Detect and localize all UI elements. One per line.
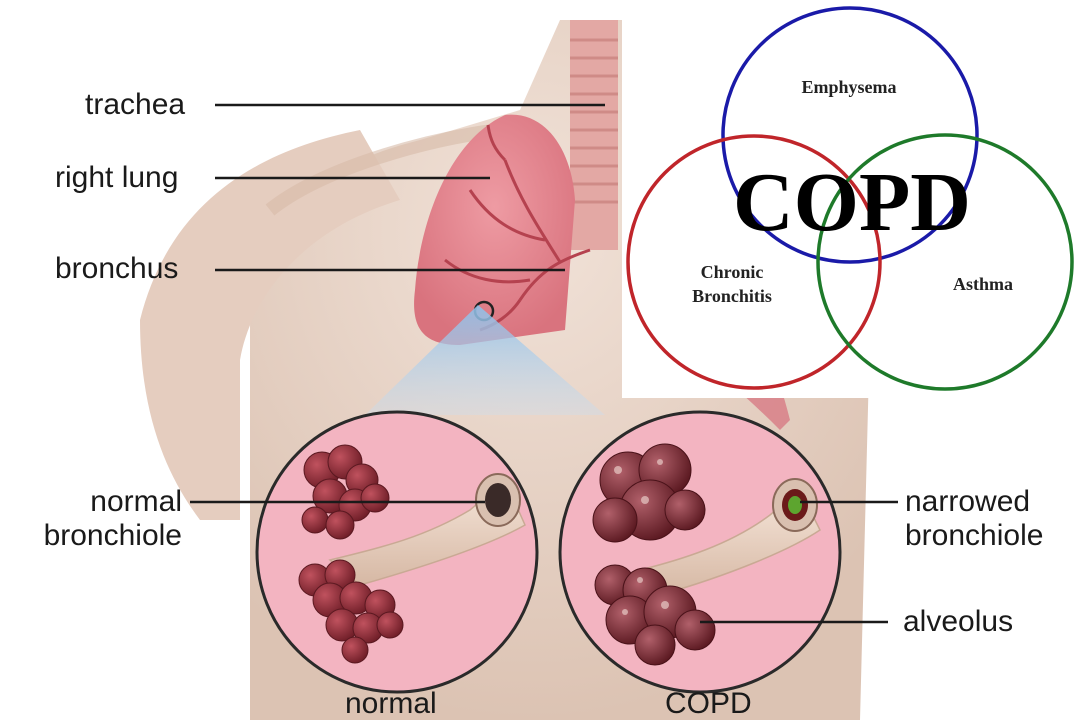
normal-caption: normal bbox=[345, 688, 437, 720]
narrowed-bronchiole-label-2: bronchiole bbox=[905, 520, 1043, 552]
chronic-bronchitis-label-2: Bronchitis bbox=[692, 286, 772, 306]
trachea-label: trachea bbox=[85, 89, 185, 121]
asthma-label: Asthma bbox=[953, 274, 1013, 294]
copd-caption: COPD bbox=[665, 688, 752, 720]
copd-magnifier bbox=[560, 412, 840, 692]
venn-panel: Emphysema Chronic Bronchitis Asthma COPD bbox=[622, 0, 1077, 398]
trachea-tube bbox=[570, 20, 618, 250]
emphysema-label: Emphysema bbox=[801, 77, 896, 97]
normal-bronchiole-label-2: bronchiole bbox=[10, 520, 182, 552]
bronchus-label: bronchus bbox=[55, 253, 178, 285]
narrowed-bronchiole-label-1: narrowed bbox=[905, 486, 1030, 518]
alveolus-label: alveolus bbox=[903, 606, 1013, 638]
normal-magnifier bbox=[257, 412, 537, 692]
venn-title: COPD bbox=[733, 156, 971, 249]
right-lung-label: right lung bbox=[55, 162, 178, 194]
normal-bronchiole-label-1: normal bbox=[10, 486, 182, 518]
chronic-bronchitis-label-1: Chronic bbox=[701, 262, 764, 282]
